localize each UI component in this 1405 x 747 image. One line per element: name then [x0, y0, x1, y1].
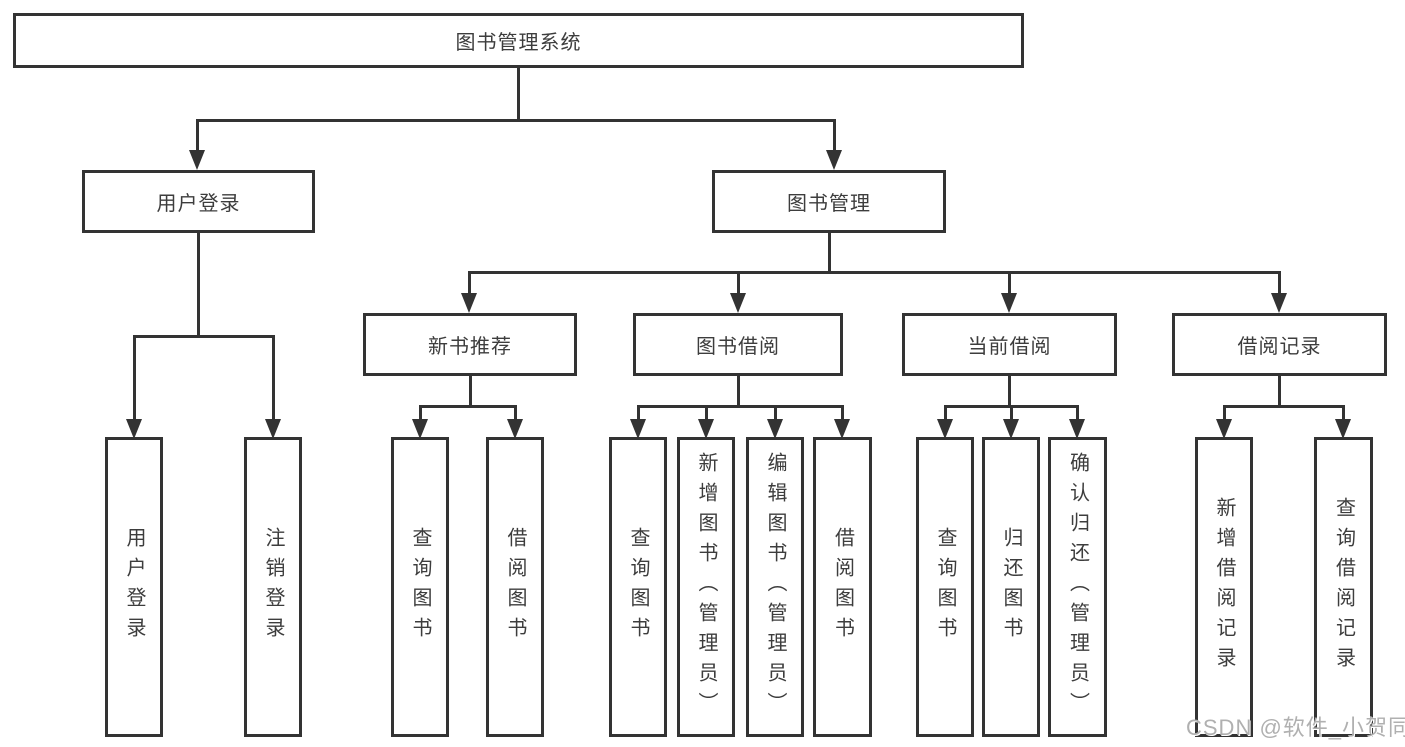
connector-stem [133, 335, 136, 423]
connector-stem [1076, 405, 1079, 423]
leaf-borrow-book-1: 借阅图书 [486, 437, 544, 737]
connector-stem [419, 405, 422, 423]
leaf-query-borrow-record-label: 查询借阅记录 [1332, 497, 1355, 677]
arrow-down-icon [1335, 419, 1351, 439]
csdn-watermark: CSDN @软件_小贺同学 [1186, 715, 1405, 740]
leaf-query-borrow-record: 查询借阅记录 [1314, 437, 1373, 737]
connector-new-book-rec-stub [469, 374, 472, 408]
node-borrowing-records: 借阅记录 [1172, 313, 1387, 376]
arrow-down-icon [834, 419, 850, 439]
leaf-return-book-label: 归还图书 [1000, 527, 1022, 647]
node-book-management: 图书管理 [712, 170, 946, 233]
arrow-down-icon [937, 419, 953, 439]
connector-root-stub [517, 66, 520, 122]
node-borrowing-records-label: 借阅记录 [1237, 336, 1322, 358]
connector-rail-level3 [468, 271, 1281, 274]
connector-stem [272, 335, 275, 423]
node-user-login-label: 用户登录 [156, 193, 241, 215]
leaf-query-book-1: 查询图书 [391, 437, 449, 737]
leaf-add-book-admin: 新增图书（管理员） [677, 437, 735, 737]
leaf-query-book-3: 查询图书 [916, 437, 974, 737]
connector-rail-user-login [133, 335, 275, 338]
node-new-book-recommendation-label: 新书推荐 [428, 336, 512, 358]
connector-book-mgmt-stub [828, 231, 831, 274]
connector-rail-new-book-rec [419, 405, 517, 408]
node-book-management-label: 图书管理 [787, 193, 871, 215]
connector-rail-book-borrow [637, 405, 844, 408]
connector-stem [1278, 271, 1281, 297]
arrow-down-icon [1003, 419, 1019, 439]
connector-user-login-stub [197, 231, 200, 338]
arrow-down-icon [126, 419, 142, 439]
connector-stem [1342, 405, 1345, 423]
arrow-down-icon [767, 419, 783, 439]
leaf-add-borrow-record-label: 新增借阅记录 [1213, 497, 1235, 677]
arrow-down-icon [507, 419, 523, 439]
connector-stem [833, 119, 836, 154]
node-root: 图书管理系统 [13, 13, 1024, 68]
leaf-edit-book-admin-label: 编辑图书（管理员） [764, 452, 786, 722]
connector-stem [196, 119, 199, 154]
arrow-down-icon [265, 419, 281, 439]
leaf-user-login-label: 用户登录 [123, 527, 145, 647]
leaf-user-login: 用户登录 [105, 437, 163, 737]
leaf-borrow-book-1-label: 借阅图书 [504, 527, 526, 647]
arrow-down-icon [461, 293, 477, 313]
connector-stem [774, 405, 777, 423]
connector-stem [1010, 405, 1013, 423]
connector-rail-borrow-records [1223, 405, 1345, 408]
leaf-add-borrow-record: 新增借阅记录 [1195, 437, 1253, 737]
arrow-down-icon [189, 150, 205, 170]
arrow-down-icon [730, 293, 746, 313]
leaf-confirm-return-admin-label: 确认归还（管理员） [1066, 452, 1089, 722]
connector-stem [1223, 405, 1226, 423]
leaf-query-book-2: 查询图书 [609, 437, 667, 737]
leaf-query-book-2-label: 查询图书 [627, 527, 649, 647]
leaf-logout-label: 注销登录 [262, 527, 284, 647]
node-new-book-recommendation: 新书推荐 [363, 313, 577, 376]
connector-current-borrow-stub [1008, 374, 1011, 408]
leaf-logout: 注销登录 [244, 437, 302, 737]
arrow-down-icon [826, 150, 842, 170]
connector-stem [468, 271, 471, 297]
arrow-down-icon [1069, 419, 1085, 439]
connector-stem [514, 405, 517, 423]
connector-book-borrow-stub [737, 374, 740, 408]
node-root-label: 图书管理系统 [455, 32, 582, 54]
leaf-return-book: 归还图书 [982, 437, 1040, 737]
arrow-down-icon [1271, 293, 1287, 313]
node-current-borrowing-label: 当前借阅 [967, 336, 1052, 358]
connector-stem [1008, 271, 1011, 297]
connector-stem [637, 405, 640, 423]
leaf-edit-book-admin: 编辑图书（管理员） [746, 437, 804, 737]
connector-stem [705, 405, 708, 423]
arrow-down-icon [630, 419, 646, 439]
arrow-down-icon [1001, 293, 1017, 313]
connector-stem [841, 405, 844, 423]
leaf-confirm-return-admin: 确认归还（管理员） [1048, 437, 1107, 737]
arrow-down-icon [698, 419, 714, 439]
connector-stem [737, 271, 740, 297]
arrow-down-icon [1216, 419, 1232, 439]
node-book-borrowing: 图书借阅 [633, 313, 843, 376]
connector-rail-level2 [196, 119, 836, 122]
node-current-borrowing: 当前借阅 [902, 313, 1117, 376]
node-user-login: 用户登录 [82, 170, 315, 233]
node-book-borrowing-label: 图书借阅 [696, 336, 780, 358]
arrow-down-icon [412, 419, 428, 439]
leaf-borrow-book-2-label: 借阅图书 [831, 527, 854, 647]
leaf-query-book-1-label: 查询图书 [409, 527, 431, 647]
connector-borrow-records-stub [1278, 374, 1281, 408]
leaf-add-book-admin-label: 新增图书（管理员） [695, 452, 717, 722]
leaf-borrow-book-2: 借阅图书 [813, 437, 872, 737]
connector-stem [944, 405, 947, 423]
leaf-query-book-3-label: 查询图书 [934, 527, 956, 647]
